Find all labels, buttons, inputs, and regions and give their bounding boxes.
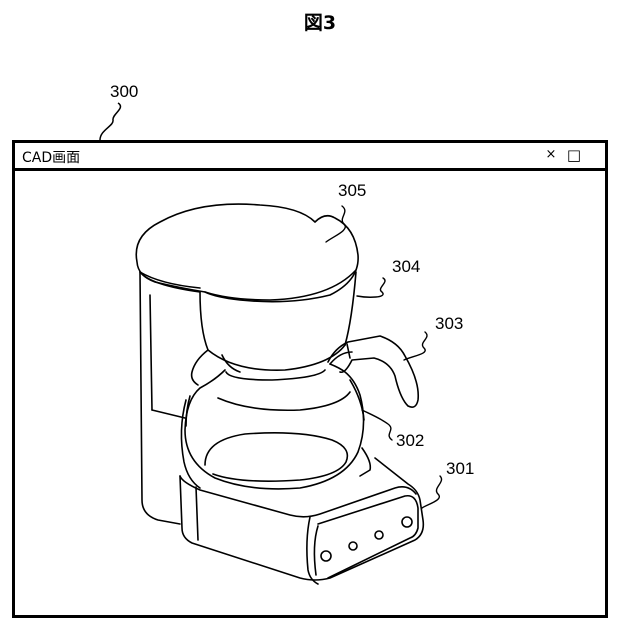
label-handle: 303: [435, 314, 463, 333]
maximize-button[interactable]: □: [565, 146, 583, 164]
close-button[interactable]: ×: [542, 146, 560, 164]
window-reference-number: 300: [110, 82, 138, 102]
cad-canvas[interactable]: 305 304 303 302 301: [15, 171, 605, 615]
label-carafe: 302: [396, 431, 424, 450]
cad-window: CAD画面 × □: [12, 140, 608, 618]
figure-title: 図3: [0, 8, 640, 35]
base: [180, 448, 423, 584]
reference-leaders: [326, 206, 442, 508]
window-titlebar[interactable]: CAD画面 × □: [15, 143, 605, 171]
label-filter-basket: 304: [392, 257, 420, 276]
window-title: CAD画面: [22, 147, 80, 167]
carafe-handle: [328, 336, 418, 407]
coffee-maker-drawing: 305 304 303 302 301: [15, 171, 605, 615]
label-base: 301: [446, 459, 474, 478]
label-lid: 305: [338, 181, 366, 200]
